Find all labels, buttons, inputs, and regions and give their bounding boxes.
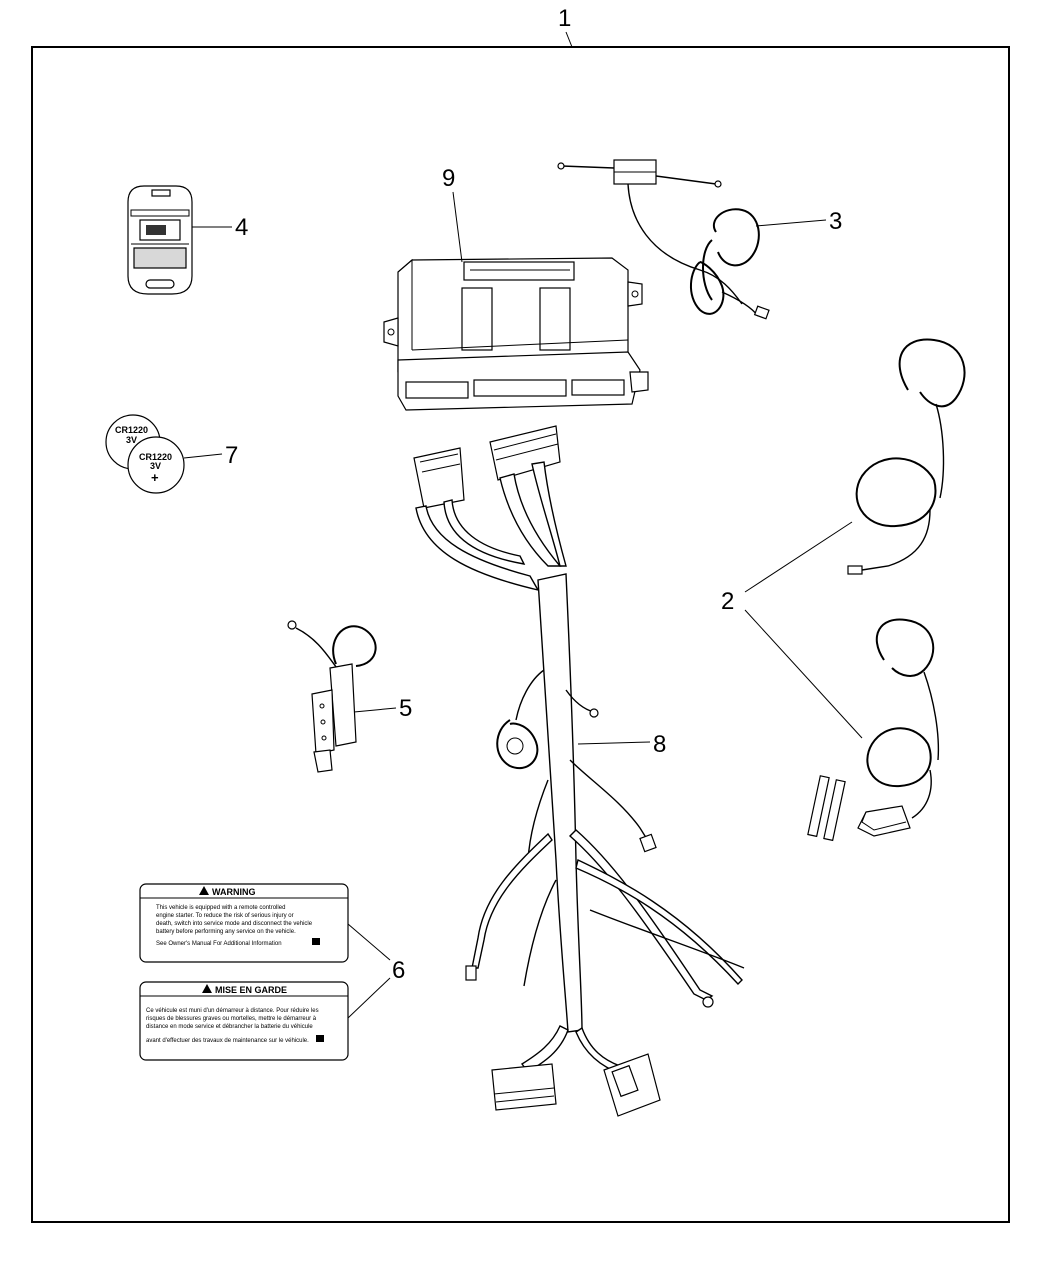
callout-8: 8 [653,731,666,758]
batteries: CR1220 3V CR1220 3V + [105,414,185,494]
key-fob [127,185,193,295]
battery-back-voltage: 3V [126,435,137,445]
sensor-upper [847,338,966,575]
warning-line-3: death, switch into service mode and disc… [156,921,313,927]
battery-back-model: CR1220 [115,425,148,435]
french-heading: MISE EN GARDE [215,985,287,995]
control-module [383,257,649,411]
leader-1 [565,31,573,48]
warning-line-4: battery before performing any service on… [156,929,296,935]
sensor-lower [807,618,940,842]
callout-2: 2 [721,588,734,615]
antenna [557,159,770,320]
leader-2-lower [744,609,863,739]
leader-9 [452,191,463,263]
warning-line-1: This vehicle is equipped with a remote c… [156,905,285,911]
callout-3: 3 [829,208,842,235]
leader-8 [577,741,651,745]
french-line-1: Ce véhicule est muni d'un démarreur à di… [146,1008,319,1014]
battery-front-polarity: + [151,470,159,485]
warning-line-2: engine starter. To reduce the risk of se… [156,913,294,919]
battery-front-model: CR1220 [139,452,172,462]
warning-label: WARNING This vehicle is equipped with a … [139,883,349,963]
warning-line-5: See Owner's Manual For Additional Inform… [156,941,282,947]
leader-7 [183,453,223,459]
leader-6-lower [347,977,391,1019]
callout-1: 1 [558,5,571,32]
warning-heading: WARNING [212,887,256,897]
book-icon-fr [316,1035,324,1042]
callout-6: 6 [392,957,405,984]
wiring-harness [413,425,745,1117]
leader-3 [755,219,827,227]
callout-4: 4 [235,214,248,241]
battery-front-voltage: 3V [150,461,161,471]
leader-5 [353,707,397,713]
leader-2-upper [744,521,853,593]
callout-7: 7 [225,442,238,469]
french-warning-label: MISE EN GARDE Ce véhicule est muni d'un … [139,981,349,1061]
kit-frame [31,46,1010,1223]
french-line-2: risques de blessures graves ou mortelles… [146,1016,317,1022]
book-icon [312,938,320,945]
french-line-4: avant d'effectuer des travaux de mainten… [146,1038,309,1044]
callout-9: 9 [442,165,455,192]
callout-5: 5 [399,695,412,722]
french-line-3: distance en mode service et débrancher l… [146,1024,313,1030]
leader-6-upper [347,923,391,961]
relay-assembly [287,620,377,773]
